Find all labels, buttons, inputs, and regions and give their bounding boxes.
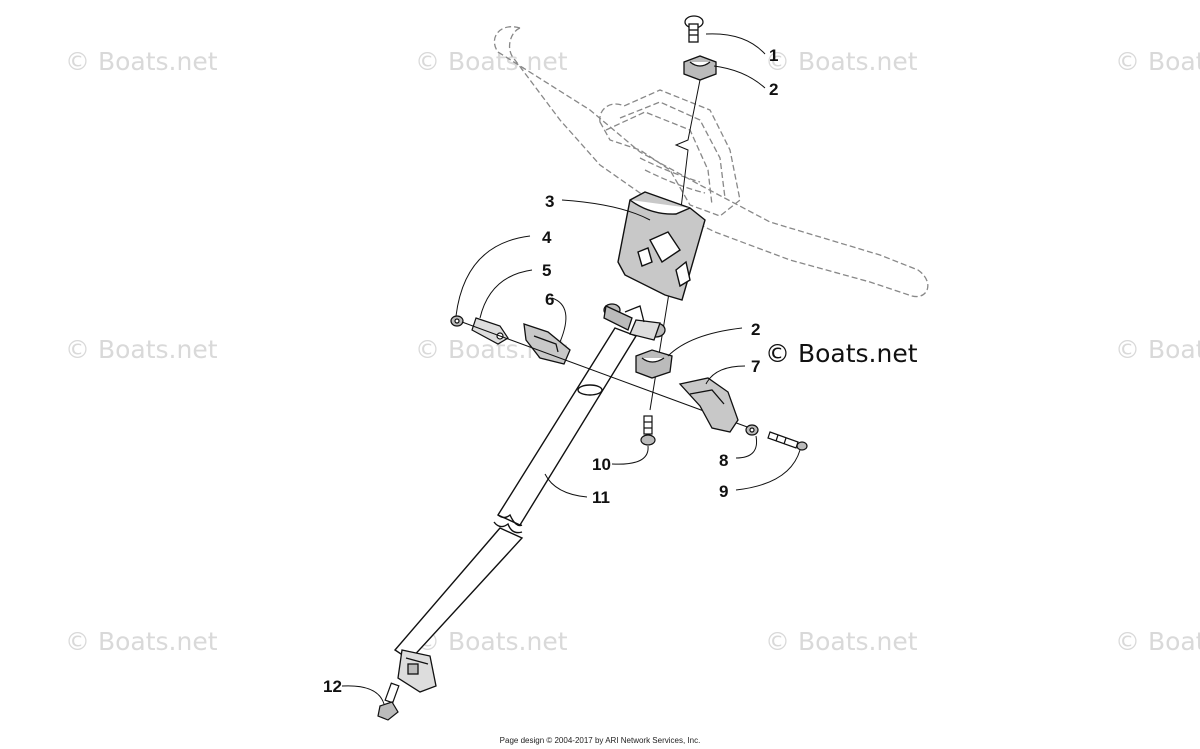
callout-4: 4: [542, 228, 552, 247]
part-7-bracket: [678, 377, 739, 433]
page-footer: Page design © 2004-2017 by ARI Network S…: [499, 736, 701, 745]
watermark: © Boats.net: [65, 47, 218, 76]
part-2-clamp-upper: [683, 55, 717, 81]
callout-5: 5: [542, 261, 551, 280]
callout-8: 8: [719, 451, 728, 470]
callout-6: 6: [545, 290, 554, 309]
part-9-bolt: [767, 431, 808, 451]
callout-labels: 1 2 3 4 5 6 2 7 8 9 10 11 12: [323, 46, 778, 696]
callout-10: 10: [592, 455, 611, 474]
part-6-bracket: [523, 323, 571, 365]
watermark: © Boats.net: [1115, 47, 1200, 76]
leader-lines: [341, 33, 801, 705]
callout-1: 1: [769, 46, 778, 65]
watermark: © Boats.net: [65, 335, 218, 364]
watermark: © Boats.net: [765, 627, 918, 656]
post-bottom-fitting: [397, 649, 437, 693]
watermark-group: © Boats.net © Boats.net © Boats.net © Bo…: [65, 47, 1200, 656]
callout-9: 9: [719, 482, 728, 501]
part-3-riser: [617, 191, 706, 301]
watermark: © Boats.net: [765, 47, 918, 76]
watermark: © Boats.net: [1115, 335, 1200, 364]
part-8-nut: [745, 424, 759, 436]
part-4-nut: [450, 315, 464, 327]
callout-3: 3: [545, 192, 554, 211]
part-2-clamp-lower: [635, 349, 673, 379]
part-10-bolt: [640, 415, 656, 446]
callout-7: 7: [751, 357, 760, 376]
watermark-dark: © Boats.net: [765, 339, 918, 368]
watermark: © Boats.net: [415, 47, 568, 76]
watermark: © Boats.net: [415, 627, 568, 656]
post-top-fitting: [603, 303, 666, 341]
callout-12: 12: [323, 677, 342, 696]
watermark: © Boats.net: [1115, 627, 1200, 656]
part-12-bolt: [377, 682, 400, 721]
part-1-bolt: [684, 15, 704, 43]
callout-2: 2: [751, 320, 760, 339]
callout-2: 2: [769, 80, 778, 99]
watermark: © Boats.net: [65, 627, 218, 656]
callout-11: 11: [592, 488, 610, 507]
